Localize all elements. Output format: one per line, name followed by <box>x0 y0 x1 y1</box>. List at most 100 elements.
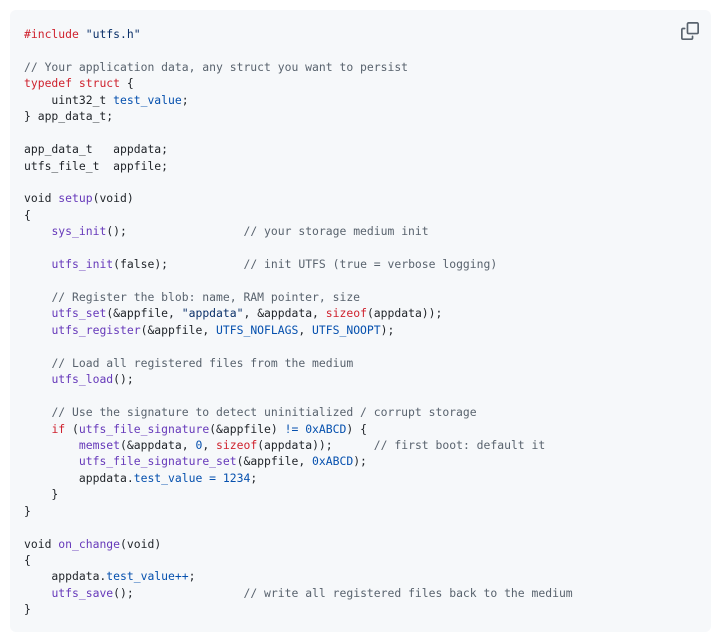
code-plain <box>24 405 51 419</box>
code-identifier: test_value <box>106 569 175 584</box>
code-identifier: test_value <box>113 92 182 107</box>
code-plain: ) { <box>346 421 367 436</box>
code-line: utfs_file_t appfile; <box>24 158 573 174</box>
copy-icon <box>681 22 699 40</box>
code-line: void on_change(void) <box>24 536 573 552</box>
code-plain: ); <box>380 322 395 337</box>
code-line: #include "utfs.h" <box>24 26 573 42</box>
code-line: if (utfs_file_signature(&appfile) != 0xA… <box>24 421 573 437</box>
code-line: } <box>24 486 573 502</box>
code-comment: // Register the blob: name, RAM pointer,… <box>51 290 361 304</box>
code-line: utfs_load(); <box>24 371 573 387</box>
code-plain: ; <box>188 569 196 584</box>
code-plain: ); <box>353 454 367 469</box>
code-plain: ( <box>65 421 79 436</box>
code-plain <box>24 372 51 386</box>
code-plain: (); <box>113 585 244 600</box>
code-line <box>24 42 573 58</box>
code-plain <box>216 471 223 485</box>
code-plain: } app_data_t; <box>24 109 114 124</box>
code-comment: // write all registered files back to th… <box>243 585 573 600</box>
code-line <box>24 125 573 141</box>
code-plain: void <box>24 536 59 551</box>
code-line: typedef struct { <box>24 75 573 91</box>
code-plain <box>24 290 51 304</box>
code-number: 0 <box>195 437 203 452</box>
code-plain: (appdata)); <box>257 437 374 452</box>
code-line: utfs_save(); // write all registered fil… <box>24 585 573 601</box>
code-plain: } <box>24 602 31 617</box>
code-line: } <box>24 503 573 519</box>
code-plain <box>24 586 51 600</box>
code-plain: } <box>24 487 59 502</box>
code-plain: void <box>24 191 59 206</box>
code-comment: // Load all registered files from the me… <box>51 355 354 370</box>
code-line: { <box>24 552 573 568</box>
code-comment: // first boot: default it <box>373 437 546 452</box>
code-operator: != <box>284 421 299 436</box>
code-line: utfs_set(&appfile, "appdata", &appdata, … <box>24 305 573 321</box>
code-plain: (&appfile) <box>209 421 285 436</box>
code-comment: // init UTFS (true = verbose logging) <box>243 257 498 272</box>
code-plain: ; <box>181 92 189 107</box>
code-operator: = <box>209 470 217 485</box>
code-plain: (&appfile, <box>106 306 182 321</box>
code-plain <box>24 323 51 337</box>
code-plain: (void) <box>120 536 162 551</box>
code-function: utfs_file_signature_set <box>78 454 237 469</box>
code-line <box>24 338 573 354</box>
code-line: utfs_init(false); // init UTFS (true = v… <box>24 256 573 272</box>
code-line: uint32_t test_value; <box>24 92 573 108</box>
code-plain: appdata. <box>24 470 134 485</box>
code-plain: (&appfile, <box>140 322 217 337</box>
code-line: appdata.test_value = 1234; <box>24 470 573 486</box>
code-line: utfs_file_signature_set(&appfile, 0xABCD… <box>24 453 573 469</box>
code-keyword: typedef <box>24 76 73 91</box>
code-keyword: if <box>51 421 66 436</box>
copy-button[interactable] <box>681 22 699 40</box>
code-number: 0xABCD <box>312 454 354 469</box>
code-function: utfs_save <box>51 585 114 600</box>
code-plain: , &appdata, <box>243 306 326 321</box>
code-comment: // Your application data, any struct you… <box>24 59 409 74</box>
code-plain: (); <box>106 224 244 239</box>
code-line: } <box>24 601 573 617</box>
code-function: memset <box>78 437 121 452</box>
code-block: #include "utfs.h" // Your application dat… <box>10 10 711 632</box>
code-line: } app_data_t; <box>24 108 573 124</box>
code-plain <box>24 422 51 436</box>
code-plain <box>24 224 51 238</box>
code-plain: app_data_t appdata; <box>24 142 169 157</box>
code-function: utfs_file_signature <box>78 421 210 436</box>
code-plain: { <box>24 207 31 222</box>
code-text: #include "utfs.h" // Your application dat… <box>24 26 573 618</box>
code-function: utfs_load <box>51 372 114 387</box>
code-identifier: UTFS_NOOPT <box>312 322 381 337</box>
code-line: // Use the signature to detect uninitial… <box>24 404 573 420</box>
code-plain: appdata. <box>24 569 107 584</box>
code-line: // Load all registered files from the me… <box>24 355 573 371</box>
code-identifier: test_value <box>133 470 203 485</box>
code-keyword: sizeof <box>325 306 367 321</box>
code-function: utfs_init <box>51 257 114 272</box>
code-number: 1234 <box>222 470 251 485</box>
code-plain: (&appdata, <box>120 437 196 452</box>
code-line: void setup(void) <box>24 190 573 206</box>
code-line <box>24 519 573 535</box>
code-line: appdata.test_value++; <box>24 568 573 584</box>
code-line: { <box>24 207 573 223</box>
code-operator: ++ <box>174 569 189 584</box>
code-identifier: UTFS_NOFLAGS <box>216 322 299 337</box>
code-plain <box>24 454 79 468</box>
code-line <box>24 388 573 404</box>
code-string: "appdata" <box>181 306 244 321</box>
code-plain <box>24 257 51 271</box>
code-function: sys_init <box>51 224 107 239</box>
code-string: "utfs.h" <box>85 27 141 41</box>
code-plain: uint32_t <box>24 92 114 107</box>
code-plain <box>24 306 51 320</box>
code-line: sys_init(); // your storage medium init <box>24 223 573 239</box>
code-line <box>24 240 573 256</box>
code-plain: (&appfile, <box>236 454 313 469</box>
code-line: // Register the blob: name, RAM pointer,… <box>24 289 573 305</box>
